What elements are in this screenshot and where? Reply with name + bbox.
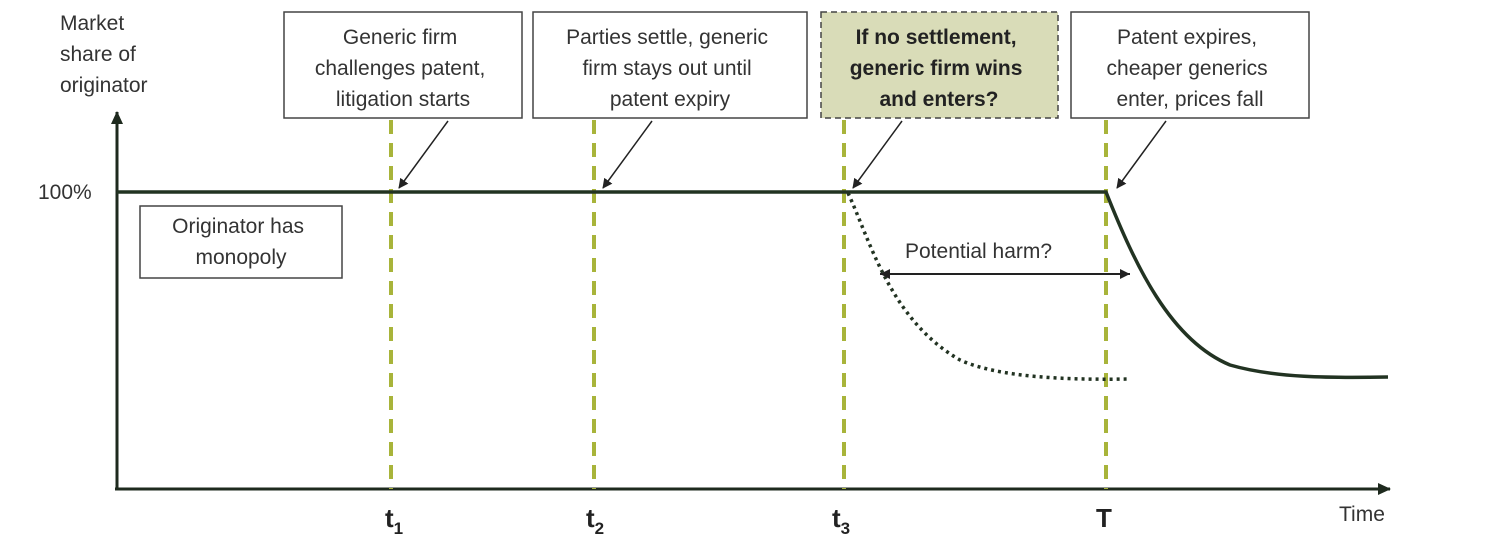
y-axis-label-line: Market <box>60 12 124 35</box>
event-box-t1: Generic firm challenges patent, litigati… <box>283 11 523 119</box>
tick-subscript: 3 <box>841 519 850 538</box>
event-box-frame <box>283 11 523 119</box>
tick-label-t3: t3 <box>832 503 850 538</box>
event-box-line: challenges patent, <box>315 57 485 80</box>
event-box-T: Patent expires, cheaper generics enter, … <box>1070 11 1310 119</box>
tick-main: t <box>832 503 841 533</box>
event-box-text: Generic firm challenges patent, litigati… <box>315 26 491 111</box>
event-box-t2: Parties settle, generic firm stays out u… <box>532 11 808 119</box>
event-box-frame-highlight <box>820 11 1059 119</box>
potential-harm-label: Potential harm? <box>905 240 1052 263</box>
event-box-frame <box>1070 11 1310 119</box>
tick-label-t2: t2 <box>586 503 604 538</box>
event-box-line: Generic firm <box>343 26 457 49</box>
event-arrow-t3 <box>852 120 903 189</box>
tick-main: t <box>385 503 394 533</box>
monopoly-box-line: Originator has <box>172 215 304 238</box>
tick-main: t <box>586 503 595 533</box>
event-arrow-t1 <box>398 120 449 189</box>
event-box-line: patent expiry <box>610 88 731 111</box>
tick-label-t1: t1 <box>385 503 403 538</box>
event-box-line: firm stays out until <box>582 57 751 80</box>
event-box-text: Patent expires, cheaper generics enter, … <box>1107 26 1274 111</box>
event-box-line: enter, prices fall <box>1116 88 1263 111</box>
event-box-line: Parties settle, generic <box>566 26 768 49</box>
event-box-line: cheaper generics <box>1107 57 1268 80</box>
monopoly-box-line: monopoly <box>195 246 287 269</box>
y-axis-label: Market share of originator <box>60 12 148 97</box>
counterfactual-share-line <box>846 192 1131 381</box>
y-axis-label-line: originator <box>60 74 148 97</box>
y-axis-label-line: share of <box>60 43 136 66</box>
event-box-t3: If no settlement, generic firm wins and … <box>820 11 1059 119</box>
event-box-line: and enters? <box>879 88 998 111</box>
event-box-frame <box>532 11 808 119</box>
monopoly-box: Originator has monopoly <box>139 205 343 279</box>
tick-main: T <box>1096 503 1112 533</box>
event-box-line: litigation starts <box>336 88 470 111</box>
event-box-text: If no settlement, generic firm wins and … <box>850 26 1029 111</box>
tick-subscript: 1 <box>394 519 403 538</box>
monopoly-box-frame <box>139 205 343 279</box>
monopoly-box-text: Originator has monopoly <box>172 215 310 269</box>
event-arrow-T <box>1116 120 1167 189</box>
event-box-line: Patent expires, <box>1117 26 1257 49</box>
tick-label-T: T <box>1096 503 1112 533</box>
event-box-text: Parties settle, generic firm stays out u… <box>566 26 774 111</box>
event-box-line: If no settlement, <box>856 26 1017 49</box>
originator-share-line <box>117 190 1389 380</box>
event-box-line: generic firm wins <box>850 57 1023 80</box>
y-tick-100-label: 100% <box>38 181 92 204</box>
x-axis-label: Time <box>1339 503 1385 526</box>
event-arrow-t2 <box>602 120 653 189</box>
tick-subscript: 2 <box>595 519 604 538</box>
